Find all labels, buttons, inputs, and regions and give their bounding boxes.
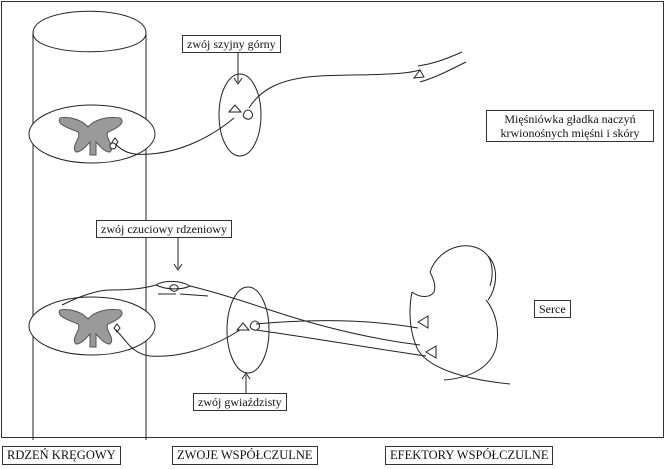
- heart-shape: [409, 245, 511, 385]
- blood-vessel-shape: [412, 51, 467, 83]
- spinal-section-upper: [28, 104, 156, 164]
- spinal-section-lower: [28, 296, 156, 356]
- bottom-label-spinal-cord: RDZEŃ KRĘGOWY: [2, 446, 121, 465]
- label-heart: Serce: [534, 300, 571, 318]
- postganglionic-fiber-heart-1: [255, 320, 419, 329]
- label-stellate-ganglion: zwój gwiaździsty: [193, 393, 287, 411]
- bottom-label-ganglia: ZWOJE WSPÓŁCZULNE: [172, 446, 318, 465]
- postganglionic-fiber-heart-2: [255, 329, 427, 357]
- ganglion-stellate-shape: [226, 286, 270, 374]
- preganglionic-fiber-upper: [114, 117, 235, 155]
- ganglion-cervical-synapse: [227, 104, 243, 113]
- label-cervical-ganglion: zwój szyjny górny: [182, 35, 281, 53]
- sensory-afferent-fiber: [189, 285, 421, 346]
- sensory-root-fiber: [61, 284, 157, 306]
- label-smooth-muscle-line2: krwionośnych mięśni i skóry: [500, 126, 640, 140]
- label-sensory-ganglion: zwój czuciowy rdzeniowy: [96, 220, 232, 238]
- postganglionic-fiber-upper: [248, 69, 421, 109]
- bottom-label-effectors: EFEKTORY WSPÓŁCZULNE: [385, 446, 554, 465]
- label-smooth-muscle: Mięśniówka gładka naczyń krwionośnych mi…: [486, 110, 654, 142]
- diagram-border: [1, 1, 664, 438]
- label-smooth-muscle-line1: Mięśniówka gładka naczyń: [504, 112, 636, 126]
- ganglion-cervical-shape: [218, 73, 262, 157]
- preganglionic-fiber-lower: [115, 329, 241, 357]
- ganglion-stellate-synapse: [235, 322, 251, 331]
